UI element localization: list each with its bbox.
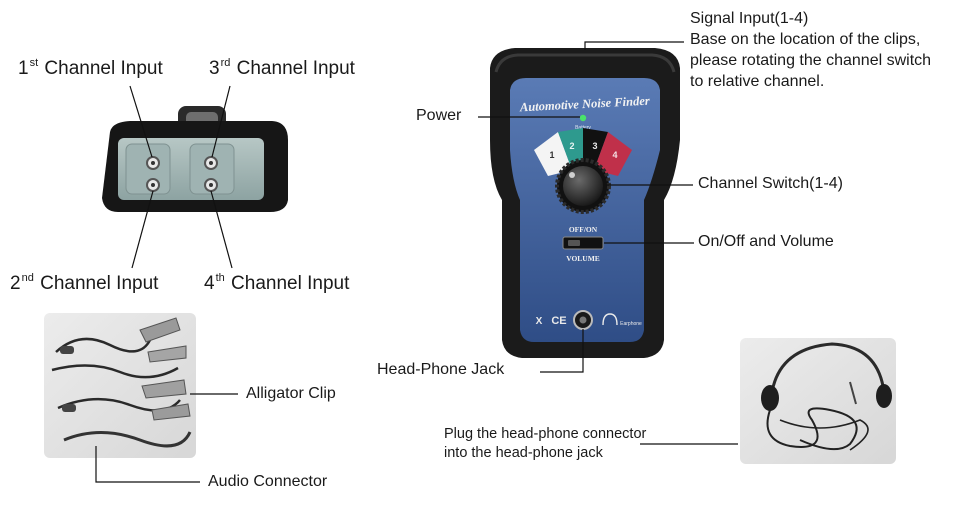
leader-ch4	[210, 190, 233, 269]
label-signal-input: Signal Input(1-4) Base on the location o…	[690, 8, 931, 92]
battery-label: Battery	[575, 125, 591, 131]
ce-mark: CE	[551, 315, 566, 327]
label-channel-1-input: 1st Channel Input	[18, 57, 163, 79]
plug-note-line-1: Plug the head-phone connector	[444, 426, 647, 442]
dial-number-3: 3	[592, 141, 597, 151]
channel-input-box	[102, 106, 288, 212]
label-alligator-clip: Alligator Clip	[246, 385, 336, 402]
leader-ch2	[131, 190, 154, 269]
channel-selector-dial[interactable]: 1 2 3 4	[534, 128, 632, 214]
dial-segment-1	[534, 132, 572, 176]
knob-pointer-icon	[569, 172, 575, 178]
leader-ch1	[129, 85, 153, 158]
label-power: Power	[416, 107, 462, 124]
volume-label: VOLUME	[566, 254, 600, 263]
label-headphone-jack: Head-Phone Jack	[377, 361, 505, 378]
channel-jack-4	[204, 178, 218, 192]
label-audio-connector: Audio Connector	[208, 473, 328, 490]
dial-segment-4	[594, 132, 632, 176]
channel-jack-2	[146, 178, 160, 192]
label-plug-note: Plug the head-phone connector into the h…	[444, 425, 646, 463]
signal-input-title: Signal Input(1-4)	[690, 10, 809, 27]
headphones-photo	[740, 338, 896, 464]
dial-number-4: 4	[612, 150, 617, 160]
label-channel-4-input: 4th Channel Input	[204, 272, 350, 294]
leader-signal-input	[584, 41, 684, 50]
label-channel-2-input: 2nd Channel Input	[10, 272, 159, 294]
device-title: Automotive Noise Finder	[519, 94, 651, 115]
label-channel-3-input: 3rd Channel Input	[209, 57, 355, 79]
power-led-icon	[579, 114, 587, 122]
signal-input-line-2: please rotating the channel switch	[690, 52, 932, 69]
alligator-clip-photo	[44, 313, 196, 458]
weee-mark: X	[536, 316, 543, 327]
leader-ch3	[211, 85, 231, 158]
plug-note-line-2: into the head-phone jack	[444, 445, 603, 461]
signal-input-line-1: Base on the location of the clips,	[690, 31, 921, 48]
channel-jack-3	[204, 156, 218, 170]
earphone-label: Earphone	[620, 321, 642, 327]
label-on-off-volume: On/Off and Volume	[698, 233, 834, 250]
label-channel-switch: Channel Switch(1-4)	[698, 175, 843, 192]
headphone-jack[interactable]	[573, 310, 593, 330]
channel-jack-1	[146, 156, 160, 170]
off-on-label: OFF/ON	[569, 225, 598, 234]
dial-number-2: 2	[569, 141, 574, 151]
signal-input-line-3: to relative channel.	[690, 73, 825, 90]
headphone-icon	[602, 313, 618, 326]
leader-audio-connector	[95, 446, 200, 483]
dial-number-1: 1	[549, 150, 554, 160]
leader-headphone-jack	[540, 329, 584, 373]
